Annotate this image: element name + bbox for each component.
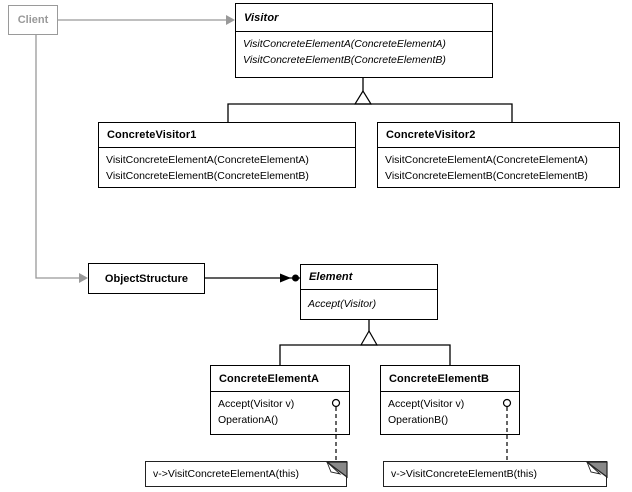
method-item: OperationA() — [218, 414, 279, 426]
inheritance-triangle-icon — [353, 89, 373, 105]
class-title-client: Client — [17, 14, 49, 26]
method-item: VisitConcreteElementB(ConcreteElementB) — [106, 170, 309, 182]
note-box-a: v->VisitConcreteElementA(this) — [145, 461, 348, 487]
class-box-concrete-element-b: ConcreteElementB Accept(Visitor v) Opera… — [380, 365, 520, 435]
method-item: OperationB() — [388, 414, 449, 426]
class-title-concrete-element-a: ConcreteElementA — [219, 372, 320, 385]
note-text: v->VisitConcreteElementA(this) — [153, 468, 299, 480]
class-box-object-structure: ObjectStructure — [88, 263, 205, 294]
method-list-concrete-element-a: Accept(Visitor v) OperationA() — [211, 391, 349, 428]
class-title-concrete-visitor1: ConcreteVisitor1 — [107, 129, 197, 141]
method-item: Accept(Visitor v) — [388, 398, 465, 410]
class-box-client: Client — [8, 5, 58, 35]
class-box-concrete-visitor2: ConcreteVisitor2 VisitConcreteElementA(C… — [377, 122, 620, 188]
method-item: VisitConcreteElementA(ConcreteElementA) — [243, 38, 446, 50]
method-item: VisitConcreteElementA(ConcreteElementA) — [106, 154, 309, 166]
arrowhead-icon — [280, 273, 291, 283]
method-list-element: Accept(Visitor) — [301, 289, 437, 312]
class-title-visitor: Visitor — [244, 11, 279, 24]
arrowhead-icon — [79, 273, 88, 283]
arrowhead-icon — [226, 15, 235, 25]
method-item: Accept(Visitor) — [308, 298, 377, 310]
aggregation-link — [205, 273, 300, 283]
inheritance-triangle-icon — [359, 329, 379, 346]
method-item: VisitConcreteElementB(ConcreteElementB) — [385, 170, 588, 182]
class-title-element: Element — [309, 271, 353, 283]
method-list-concrete-visitor2: VisitConcreteElementA(ConcreteElementA) … — [378, 147, 619, 184]
class-box-element: Element Accept(Visitor) — [300, 264, 438, 320]
client-objectstructure-link — [35, 35, 88, 283]
class-box-concrete-visitor1: ConcreteVisitor1 VisitConcreteElementA(C… — [98, 122, 356, 188]
method-list-concrete-element-b: Accept(Visitor v) OperationB() — [381, 391, 519, 428]
method-list-concrete-visitor1: VisitConcreteElementA(ConcreteElementA) … — [99, 147, 355, 184]
note-text: v->VisitConcreteElementB(this) — [391, 468, 537, 480]
class-box-visitor: Visitor VisitConcreteElementA(ConcreteEl… — [235, 3, 493, 78]
note-box-b: v->VisitConcreteElementB(this) — [383, 461, 608, 487]
note-fold-icon — [326, 461, 348, 479]
multiplicity-circle-icon — [292, 274, 299, 282]
generalization-element — [279, 320, 451, 365]
method-item: Accept(Visitor v) — [218, 398, 295, 410]
method-item: VisitConcreteElementA(ConcreteElementA) — [385, 154, 588, 166]
generalization-visitor — [227, 78, 513, 122]
class-title-object-structure: ObjectStructure — [104, 272, 189, 285]
class-box-concrete-element-a: ConcreteElementA Accept(Visitor v) Opera… — [210, 365, 350, 435]
client-visitor-link — [58, 15, 235, 25]
method-item: VisitConcreteElementB(ConcreteElementB) — [243, 54, 446, 66]
note-fold-icon — [586, 461, 608, 479]
method-list-visitor: VisitConcreteElementA(ConcreteElementA) … — [236, 31, 492, 68]
class-title-concrete-visitor2: ConcreteVisitor2 — [386, 129, 476, 141]
class-title-concrete-element-b: ConcreteElementB — [389, 372, 490, 385]
